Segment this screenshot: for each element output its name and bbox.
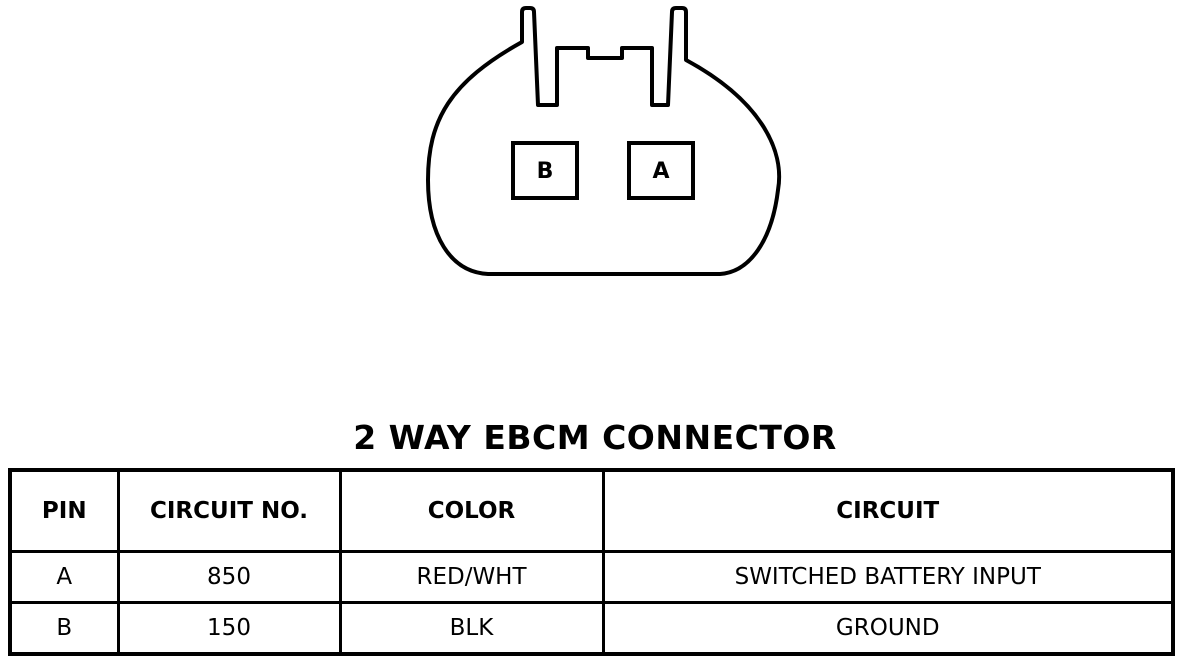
header-pin: PIN <box>8 468 120 553</box>
diagram-title: 2 WAY EBCM CONNECTOR <box>353 418 837 457</box>
table-row: A 850 RED/WHT SWITCHED BATTERY INPUT <box>8 550 1175 604</box>
cavity-a-label: A <box>652 159 669 184</box>
cell-color: RED/WHT <box>338 550 605 604</box>
cell-pin: B <box>8 601 120 656</box>
cell-circuit: SWITCHED BATTERY INPUT <box>601 550 1175 604</box>
cell-circuit: GROUND <box>601 601 1175 656</box>
cavity-a-box <box>627 141 695 200</box>
cavity-b-box <box>511 141 579 200</box>
cell-circuit-no: 850 <box>116 550 342 604</box>
cell-color: BLK <box>338 601 605 656</box>
table-header-row: PIN CIRCUIT NO. COLOR CIRCUIT <box>8 468 1175 553</box>
header-circuit-no: CIRCUIT NO. <box>116 468 342 553</box>
cell-pin: A <box>8 550 120 604</box>
connector-face-drawing: B A <box>426 6 782 276</box>
cavity-b-label: B <box>537 159 554 184</box>
header-color: COLOR <box>338 468 605 553</box>
header-circuit: CIRCUIT <box>601 468 1175 553</box>
connector-housing-outline <box>426 6 782 276</box>
table-row: B 150 BLK GROUND <box>8 601 1175 656</box>
pinout-table: PIN CIRCUIT NO. COLOR CIRCUIT A 850 RED/… <box>8 468 1175 656</box>
cell-circuit-no: 150 <box>116 601 342 656</box>
